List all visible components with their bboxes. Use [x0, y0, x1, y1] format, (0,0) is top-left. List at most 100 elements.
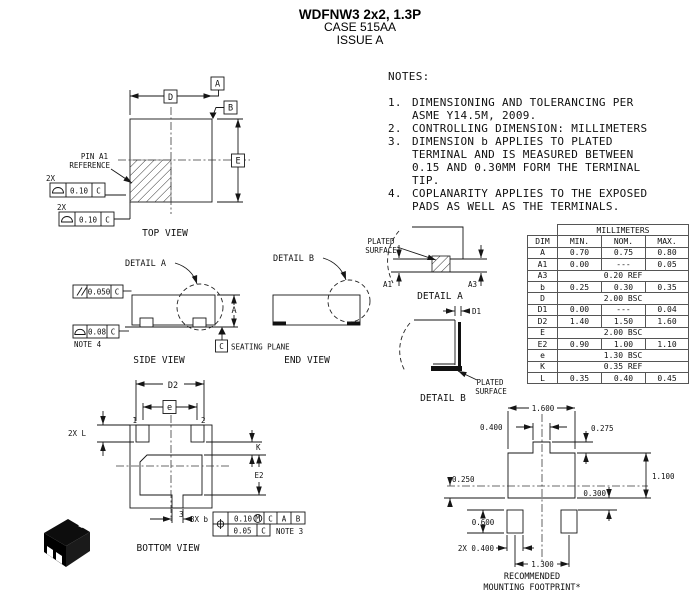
- detail-caption: DETAIL A: [417, 291, 463, 302]
- dim-label-b: 3X b: [190, 515, 209, 524]
- terminal-pad-2: [190, 424, 205, 443]
- detail-b-callout: DETAIL B: [273, 254, 314, 264]
- fcf-datum: C: [268, 515, 273, 524]
- pin-number-1: 1: [132, 416, 137, 425]
- footprint-caption-line2: MOUNTING FOOTPRINT*: [483, 583, 580, 593]
- case-number: CASE 515AA: [323, 20, 397, 34]
- circled-m-modifier-icon: M: [253, 514, 263, 524]
- profile-of-surface-icon: [74, 328, 86, 335]
- datum-b-triangle: [209, 112, 217, 119]
- footprint-pad-1: [506, 509, 524, 534]
- dim-0250: 0.250: [452, 475, 475, 484]
- detail-b-drawing: D1 PLATED SURFACE DETAIL B: [399, 306, 507, 404]
- profile-of-surface-icon: [61, 216, 73, 223]
- note-item: 4. COPLANARITY APPLIES TO THE EXPOSED PA…: [388, 187, 648, 213]
- detail-a-drawing: A1 A3 PLATED SURFACE DETAIL A: [365, 226, 487, 302]
- note4-ref: NOTE 4: [74, 340, 102, 349]
- plated-terminal-hatch: [431, 255, 451, 273]
- footprint-drawing: 1.600 0.400 0.275 1.100 0.300 0.250: [444, 402, 675, 593]
- top-view-drawing: D A B E PIN A1 REFERENCE 2X 0.10: [46, 76, 250, 239]
- qty-label: 2X: [46, 174, 56, 183]
- part-title: WDFNW3 2x2, 1.3P: [298, 7, 422, 22]
- package-outline: [272, 294, 361, 326]
- dim-label-a: A: [231, 306, 236, 316]
- dim-0600: 0.600: [472, 518, 495, 527]
- detail-a-callout: DETAIL A: [125, 259, 166, 269]
- note-item: 2. CONTROLLING DIMENSION: MILLIMETERS: [388, 122, 648, 135]
- package-3d-icon: [44, 519, 90, 567]
- pin-number-2: 2: [201, 416, 206, 425]
- fcf-datum: C: [115, 288, 120, 297]
- center-pad-outline: [507, 441, 576, 499]
- view-caption: SIDE VIEW: [133, 355, 185, 366]
- fcf-tolerance: 0.10: [234, 515, 253, 524]
- detail-boundary-arc: [399, 322, 411, 372]
- fcf-datum: C: [261, 527, 266, 536]
- fcf-datum: C: [111, 328, 116, 337]
- view-caption: BOTTOM VIEW: [137, 543, 200, 554]
- fcf-datum: C: [96, 187, 101, 196]
- view-caption: END VIEW: [284, 355, 330, 366]
- fcf-datum: B: [296, 515, 301, 524]
- dim-label-d2: D2: [168, 381, 178, 391]
- true-position-icon: [215, 519, 226, 529]
- exposed-pad-outline: [139, 454, 203, 509]
- dim-0400-tab: 0.400: [480, 423, 503, 432]
- package-outline: [131, 294, 216, 326]
- terminal: [192, 317, 207, 328]
- plated-bottom: [431, 366, 462, 371]
- title-block: WDFNW3 2x2, 1.3P CASE 515AA ISSUE A: [210, 8, 510, 46]
- dim-label-k: K: [256, 443, 261, 452]
- datum-b-label: B: [228, 104, 233, 114]
- issue: ISSUE A: [336, 32, 384, 47]
- dim-label-e2: E2: [254, 471, 263, 480]
- dim-label-l: 2X L: [68, 429, 87, 438]
- plated-surface-line2: SURFACE: [365, 246, 397, 255]
- notes-heading: NOTES:: [388, 70, 430, 83]
- footprint-pad-2: [560, 509, 578, 534]
- plated-surface-line1: PLATED: [476, 378, 504, 387]
- view-caption: TOP VIEW: [142, 228, 188, 239]
- datum-a-label: A: [215, 80, 220, 90]
- detail-a-circle: [176, 283, 224, 331]
- dim-label-a3: A3: [468, 280, 477, 289]
- pin-a1-ref-line1: PIN A1: [81, 152, 108, 161]
- dim-label-d: D: [168, 93, 173, 103]
- terminal: [139, 317, 154, 328]
- dim-1100: 1.100: [652, 472, 675, 481]
- qty-label: 2X: [57, 203, 67, 212]
- dim-label-e-pitch: e: [167, 403, 172, 413]
- detail-b-circle: [327, 279, 371, 323]
- terminal: [347, 321, 360, 326]
- profile-of-surface-icon: [52, 187, 64, 194]
- note3-ref: NOTE 3: [276, 527, 303, 536]
- plated-surface-line1: PLATED: [367, 237, 395, 246]
- fcf-tolerance: 0.050: [88, 288, 111, 297]
- fcf-datum: C: [105, 216, 110, 225]
- pin-a1-hatch: [129, 159, 172, 203]
- dim-label-d1: D1: [472, 307, 481, 316]
- seating-plane-triangle: [218, 327, 226, 335]
- dim-1600: 1.600: [532, 404, 555, 413]
- pin-number-3: 3: [179, 510, 184, 519]
- note-item: 3. DIMENSION b APPLIES TO PLATED TERMINA…: [388, 135, 641, 187]
- note-item: 1. DIMENSIONING AND TOLERANCING PER ASME…: [388, 96, 634, 122]
- fcf-tolerance: 0.08: [88, 328, 107, 337]
- footprint-caption-line1: RECOMMENDED: [504, 572, 560, 582]
- side-view-drawing: DETAIL A 0.050 C 0.08 C NOTE 4: [72, 259, 290, 366]
- pin-a1-ref-line2: REFERENCE: [69, 161, 110, 170]
- fcf-tolerance: 0.10: [70, 187, 89, 196]
- dim-label-e: E: [235, 157, 240, 167]
- fcf-datum: A: [282, 515, 287, 524]
- dim-0300: 0.300: [583, 489, 606, 498]
- dim-2x0400: 2X 0.400: [458, 544, 495, 553]
- parallelism-icon: [76, 287, 87, 296]
